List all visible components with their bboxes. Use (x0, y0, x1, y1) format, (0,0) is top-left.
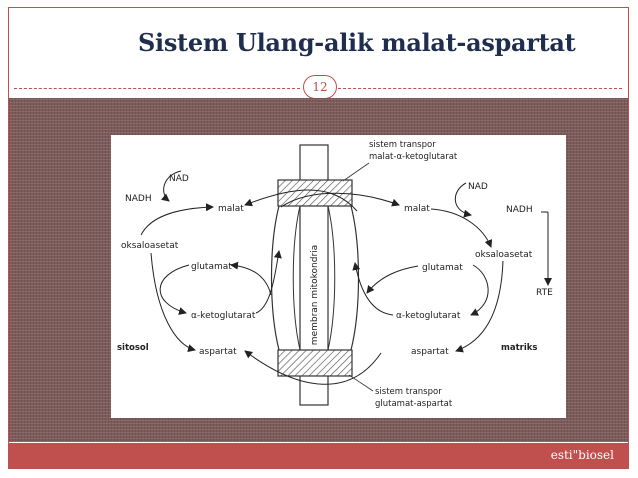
right-malat: malat (404, 204, 430, 214)
transport-top-label-1: sistem transpor (369, 140, 436, 150)
left-glutamat: glutamat (191, 262, 232, 272)
transporter-bottom (277, 349, 353, 377)
footer-text: esti"biosel (550, 448, 614, 462)
transport-top-label-2: malat-α-ketoglutarat (369, 152, 458, 162)
divider-left (14, 88, 300, 89)
transport-bottom-label-2: glutamat-aspartat (375, 399, 453, 409)
slide-frame (8, 7, 629, 469)
right-nadh: NADH (506, 205, 533, 215)
page-number: 12 (303, 75, 337, 99)
left-aspartat: aspartat (199, 347, 237, 357)
right-aspartat: aspartat (411, 347, 449, 357)
left-ketoglutarat: α-ketoglutarat (191, 311, 256, 321)
right-glutamat: glutamat (422, 263, 463, 273)
shuttle-diagram: membran mitokondria sistem transpor mala… (111, 135, 566, 418)
footer-bar: esti"biosel (9, 443, 628, 468)
left-compartment: sitosol (117, 343, 149, 353)
left-oksaloasetat: oksaloasetat (121, 241, 179, 251)
membrane-label: membran mitokondria (310, 245, 320, 345)
slide-title: Sistem Ulang-alik malat-aspartat (138, 28, 576, 57)
left-malat: malat (218, 204, 244, 214)
divider-right (338, 88, 622, 89)
left-nad: NAD (169, 174, 189, 184)
right-oksaloasetat: oksaloasetat (475, 250, 533, 260)
right-ketoglutarat: α-ketoglutarat (396, 311, 461, 321)
transport-bottom-label-1: sistem transpor (375, 387, 442, 397)
right-compartment: matriks (501, 343, 537, 353)
right-rte: RTE (536, 288, 553, 298)
right-nad: NAD (468, 182, 488, 192)
left-nadh: NADH (125, 194, 152, 204)
